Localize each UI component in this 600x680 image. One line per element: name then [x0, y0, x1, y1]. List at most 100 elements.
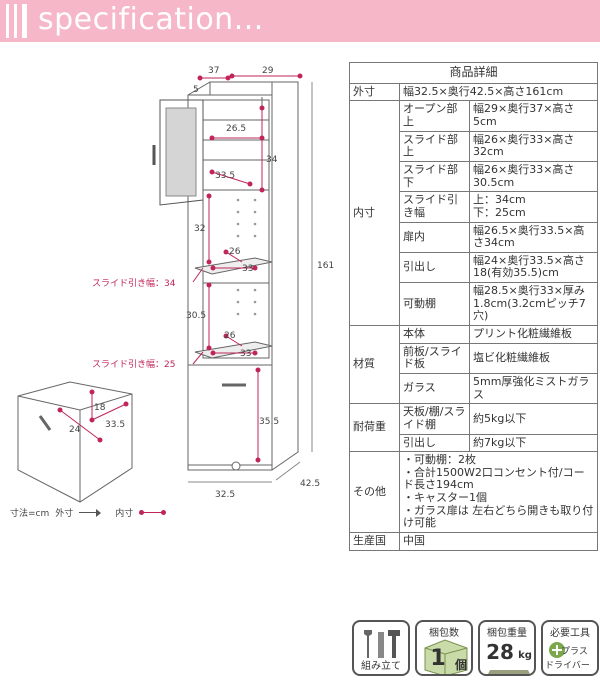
dim-label-33-5b: 33.5 — [105, 420, 125, 430]
dim-label-18: 18 — [94, 403, 106, 413]
origin-label: 生産国 — [349, 532, 400, 551]
inner-row-value: 幅28.5×奥行33×厚み1.8cm(3.2cmピッチ7穴) — [469, 282, 598, 327]
inner-row-value: 幅26×奥行33×高さ30.5cm — [469, 160, 598, 193]
slide-width-lower-label: スライド引き幅：25 — [92, 358, 175, 370]
package-weight-value: 28 — [486, 640, 514, 664]
dim-label-34: 34 — [266, 155, 278, 165]
inner-row-label: スライド引き幅 — [399, 191, 470, 223]
table-row: 引出し 幅24×奥行33.5×高さ18(有効35.5)cm — [350, 251, 598, 284]
package-weight-unit: kg — [518, 650, 532, 661]
other-label: その他 — [349, 451, 400, 534]
dim-label-32: 32 — [194, 224, 205, 234]
load-row-label: 引出し — [399, 433, 470, 453]
table-row: 材質 本体 プリント化粧繊維板 — [349, 325, 598, 405]
dim-label-33a: 33 — [242, 264, 253, 274]
header-banner: specification... — [0, 0, 600, 42]
inner-row-value: 幅26.5×奥行33.5×高さ34cm — [469, 221, 598, 253]
table-row: スライド部下 幅26×奥行33×高さ30.5cm — [350, 160, 598, 193]
scale-icon — [488, 670, 530, 674]
other-item: ・可動棚：2枚 — [403, 453, 476, 467]
table-row: スライド部上 幅26×奥行33×高さ32cm — [350, 130, 598, 163]
material-row-label: ガラス — [399, 372, 470, 405]
inner-row-label: スライド部下 — [399, 160, 470, 193]
load-row-label: 天板/棚/スライド棚 — [399, 403, 470, 435]
dim-label-33-5: 33.5 — [215, 171, 235, 181]
assembly-label: 組み立て — [361, 661, 401, 672]
drawer-detail-drawing — [17, 381, 133, 503]
inner-row-label: 扉内 — [399, 221, 470, 253]
inner-row-value: 幅29×奥行37×高さ5cm — [469, 100, 598, 132]
slide-width-upper-label: スライド引き幅：34 — [92, 277, 176, 289]
dim-label-37: 37 — [208, 66, 219, 76]
inner-row-label: 引出し — [399, 251, 470, 284]
package-count-unit: 個 — [454, 658, 467, 672]
material-row-value: 塩ビ化粧繊維板 — [469, 342, 598, 374]
required-tool-value2: ドライバー — [545, 661, 590, 671]
origin-value: 中国 — [399, 532, 598, 551]
outer-arrow-icon — [79, 508, 102, 517]
dim-label-26a: 26 — [229, 247, 241, 257]
material-row-label: 前板/スライド板 — [399, 342, 470, 374]
other-item: ・合計1500W2口コンセント付/コード長さ194cm — [403, 465, 585, 492]
unit-label: 寸法=cm — [10, 509, 50, 519]
required-tool-label: 必要工具 — [550, 628, 590, 639]
required-tool-badge: 必要工具 プラス ドライバー — [541, 620, 599, 676]
dim-label-32-5: 32.5 — [215, 490, 235, 500]
other-item: ・キャスター1個 — [403, 491, 487, 505]
table-row: スライド引き幅 上：34cm 下：25cm — [350, 191, 598, 223]
required-tool-value1: プラス — [561, 647, 588, 657]
inner-row-label: 可動棚 — [399, 282, 470, 327]
table-row: 生産国 中国 — [349, 532, 598, 551]
dim-label-5: 5 — [193, 85, 199, 95]
table-row: 外寸 幅32.5×奥行42.5×高さ161cm — [349, 82, 598, 102]
other-value: ・可動棚：2枚 ・合計1500W2口コンセント付/コード長さ194cm ・キャス… — [399, 451, 598, 534]
spec-table: 商品詳細 外寸 幅32.5×奥行42.5×高さ161cm 内寸 オープン部上 幅… — [349, 62, 598, 551]
material-row-value: プリント化粧繊維板 — [469, 325, 598, 344]
slide-lower-value: 下：25cm — [473, 205, 526, 219]
load-row-value: 約7kg以下 — [469, 433, 598, 453]
cabinet-drawing — [152, 81, 299, 471]
table-row: 引出し 約7kg以下 — [350, 433, 598, 453]
table-row: 内寸 オープン部上 幅29×奥行37×高さ5cm — [349, 100, 598, 327]
material-row-label: 本体 — [399, 325, 470, 344]
box-icon — [424, 639, 468, 674]
table-row: その他 ・可動棚：2枚 ・合計1500W2口コンセント付/コード長さ194cm … — [349, 451, 598, 534]
tools-icon — [364, 630, 400, 658]
assembly-badge: 組み立て — [352, 620, 410, 676]
inner-row-value: 幅24×奥行33.5×高さ18(有効35.5)cm — [469, 251, 598, 284]
table-title-row: 商品詳細 — [349, 62, 598, 84]
package-count-badge: 梱包数 1 個 — [415, 620, 473, 676]
header-decoration — [6, 4, 27, 38]
outer-value: 幅32.5×奥行42.5×高さ161cm — [399, 82, 598, 102]
inner-row-label: オープン部上 — [399, 100, 470, 132]
inner-dim-label: 内寸 — [115, 509, 134, 519]
package-count-value: 1 — [430, 646, 446, 671]
dim-label-161: 161 — [317, 261, 334, 271]
outer-dimension-lines — [188, 82, 313, 483]
package-weight-label: 梱包重量 — [487, 628, 527, 639]
package-weight-badge: 梱包重量 28 kg — [478, 620, 536, 676]
product-diagram: 37 29 5 26.5 34 33.5 32 26 33 161 30.5 2… — [17, 66, 334, 503]
inner-dot-line-icon — [139, 509, 167, 517]
table-row: 可動棚 幅28.5×奥行33×厚み1.8cm(3.2cmピッチ7穴) — [350, 282, 598, 327]
table-row: 耐荷重 天板/棚/スライド棚 約5kg以下 — [349, 403, 598, 453]
slide-upper-value: 上：34cm — [473, 193, 526, 207]
dim-label-29: 29 — [262, 66, 274, 76]
outer-dim-label: 外寸 — [55, 509, 74, 519]
drawer-inner-dimension-lines — [57, 389, 129, 443]
inner-label: 内寸 — [349, 100, 400, 327]
inner-dimension-lines — [192, 73, 303, 463]
dim-label-26b: 26 — [224, 331, 236, 341]
load-label: 耐荷重 — [349, 403, 400, 453]
table-row: ガラス 5mm厚強化ミストガラス — [350, 372, 598, 405]
plus-screwdriver-icon — [549, 642, 565, 658]
dim-label-30-5: 30.5 — [186, 311, 206, 321]
table-row: 前板/スライド板 塩ビ化粧繊維板 — [350, 342, 598, 374]
dim-label-33b: 33 — [240, 349, 251, 359]
dim-label-42-5: 42.5 — [300, 479, 320, 489]
dim-label-35-5: 35.5 — [259, 417, 279, 427]
inner-row-value: 幅26×奥行33×高さ32cm — [469, 130, 598, 163]
page-title: specification... — [38, 2, 264, 37]
load-row-value: 約5kg以下 — [469, 403, 598, 435]
inner-row-label: スライド部上 — [399, 130, 470, 163]
